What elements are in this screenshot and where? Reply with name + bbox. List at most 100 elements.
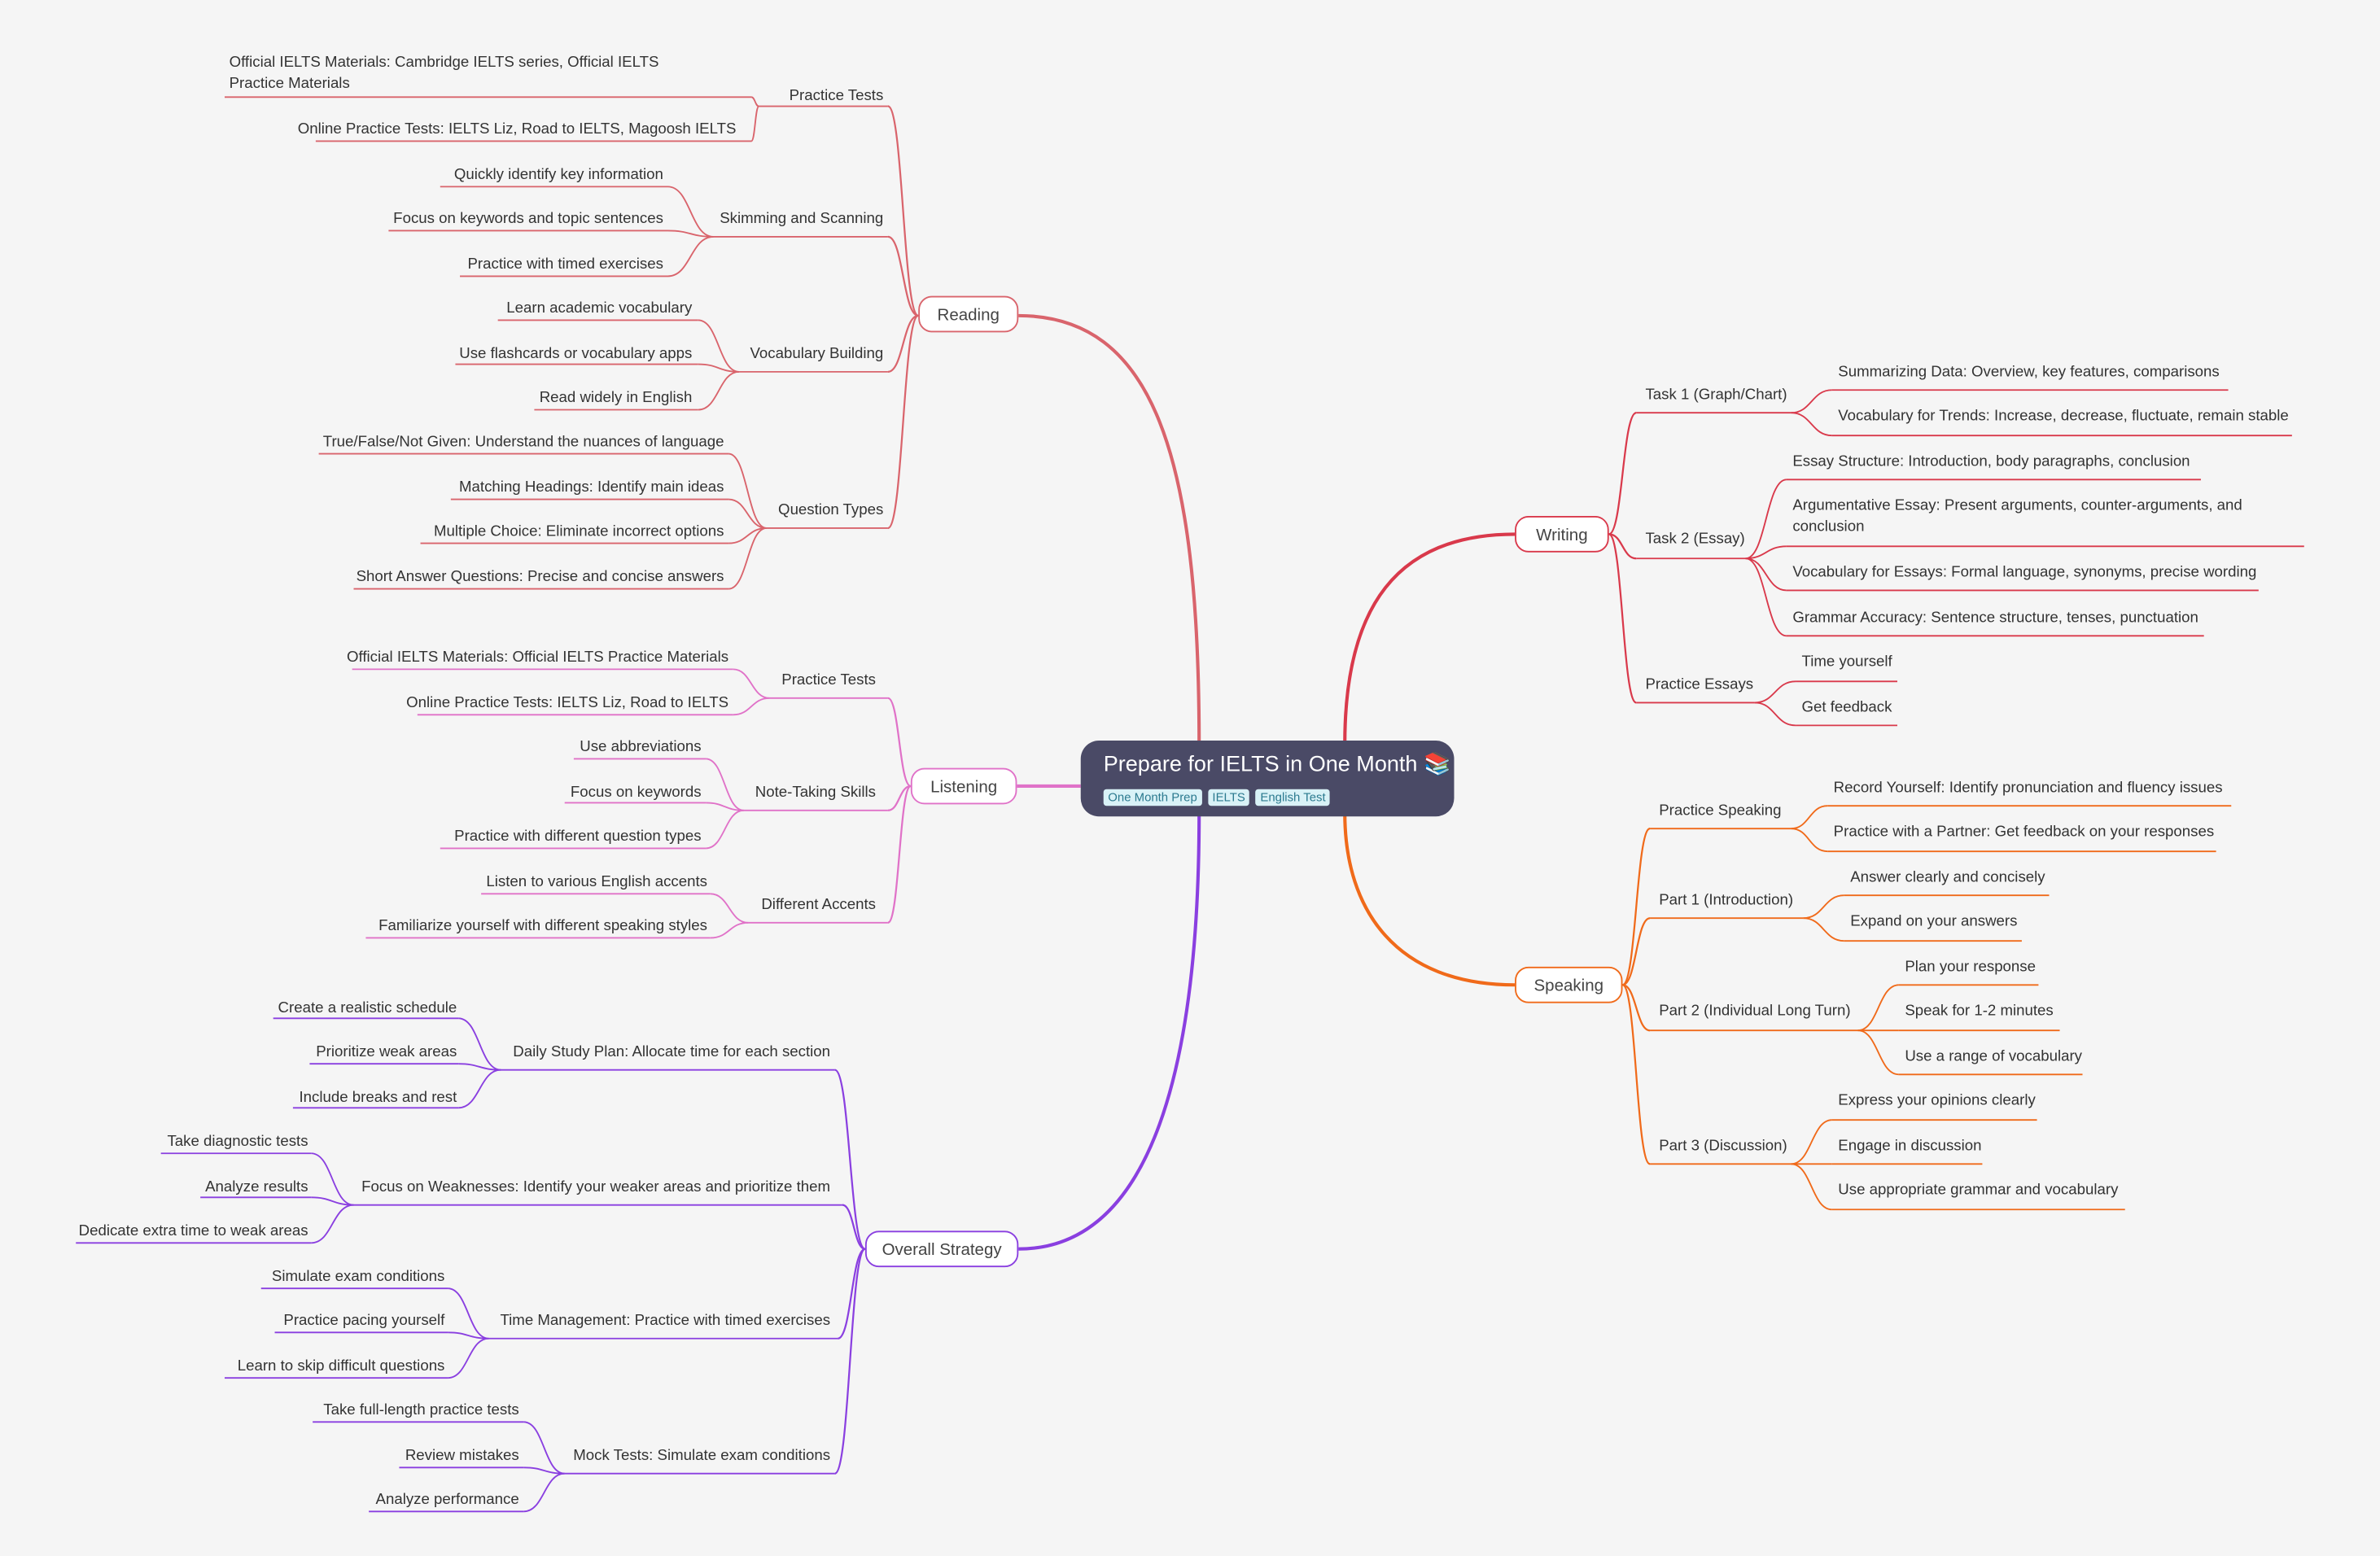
leaf-skim-keywords[interactable]: Focus on keywords and topic sentences <box>393 211 663 228</box>
writing-task2-trunk <box>1608 533 1637 560</box>
leaf-listen-online[interactable]: Online Practice Tests: IELTS Liz, Road t… <box>406 695 729 712</box>
leaf-daily-breaks[interactable]: Include breaks and rest <box>299 1089 457 1107</box>
leaf-mock-analyze[interactable]: Analyze performance <box>375 1492 519 1509</box>
listen-note-trunk <box>887 785 912 811</box>
leaf-note-abbrev[interactable]: Use abbreviations <box>580 739 702 756</box>
leaf-weak-dedicate[interactable]: Dedicate extra time to weak areas <box>78 1223 308 1240</box>
leaf-part2-plan[interactable]: Plan your response <box>1905 959 2037 977</box>
leaf-daily-schedule[interactable]: Create a realistic schedule <box>278 999 457 1017</box>
leaf-qt-multiple[interactable]: Multiple Choice: Eliminate incorrect opt… <box>433 523 724 540</box>
central-topic[interactable]: Prepare for IELTS in One Month 📚 One Mon… <box>1080 741 1455 817</box>
leaf-essays-time[interactable]: Time yourself <box>1801 653 1892 671</box>
speaking-practice-leaf-link-0 <box>1791 805 1828 830</box>
leaf-task2-argumentative[interactable]: Argumentative Essay: Present arguments, … <box>1792 497 2242 536</box>
leaf-mock-full[interactable]: Take full-length practice tests <box>323 1402 519 1419</box>
leaf-qt-matching[interactable]: Matching Headings: Identify main ideas <box>459 479 724 496</box>
topic-writing[interactable]: Writing <box>1515 516 1609 553</box>
topic-listening[interactable]: Listening <box>910 767 1017 805</box>
subtopic-listening-practice-tests[interactable]: Practice Tests <box>781 672 876 689</box>
speaking-part2-trunk <box>1622 984 1651 1032</box>
tag-one-month-prep[interactable]: One Month Prep <box>1103 789 1202 806</box>
leaf-mock-review[interactable]: Review mistakes <box>405 1448 519 1465</box>
leaf-time-pacing[interactable]: Practice pacing yourself <box>283 1313 445 1330</box>
leaf-vocab-academic[interactable]: Learn academic vocabulary <box>506 300 693 317</box>
subtopic-part2[interactable]: Part 2 (Individual Long Turn) <box>1659 1003 1851 1021</box>
subtopic-part3[interactable]: Part 3 (Discussion) <box>1659 1138 1787 1156</box>
subtopic-daily-study-plan[interactable]: Daily Study Plan: Allocate time for each… <box>513 1043 831 1061</box>
listen-note-leaf-link-2 <box>706 809 744 850</box>
subtopic-time-management[interactable]: Time Management: Practice with timed exe… <box>500 1313 831 1330</box>
leaf-weak-analyze[interactable]: Analyze results <box>205 1178 308 1196</box>
leaf-note-question[interactable]: Practice with different question types <box>454 828 702 846</box>
listen-practice-leaf-link-0 <box>733 668 770 699</box>
subtopic-vocabulary-building[interactable]: Vocabulary Building <box>750 346 884 363</box>
leaf-daily-weak[interactable]: Prioritize weak areas <box>316 1043 457 1061</box>
leaf-reading-online-tests[interactable]: Online Practice Tests: IELTS Liz, Road t… <box>297 121 737 138</box>
reading-qt-trunk <box>886 314 920 530</box>
leaf-reading-official-materials[interactable]: Official IELTS Materials: Cambridge IELT… <box>229 55 659 93</box>
leaf-listen-official[interactable]: Official IELTS Materials: Official IELTS… <box>346 649 729 667</box>
leaf-task1-summarizing[interactable]: Summarizing Data: Overview, key features… <box>1838 364 2220 382</box>
leaf-essays-feedback[interactable]: Get feedback <box>1801 699 1892 717</box>
leaf-time-simulate[interactable]: Simulate exam conditions <box>271 1268 445 1286</box>
strategy-time-trunk <box>837 1248 866 1340</box>
leaf-speak-record[interactable]: Record Yourself: Identify pronunciation … <box>1833 780 2223 798</box>
leaf-part1-answer[interactable]: Answer clearly and concisely <box>1850 869 2045 887</box>
subtopic-practice-essays[interactable]: Practice Essays <box>1645 676 1754 694</box>
subtopic-part1[interactable]: Part 1 (Introduction) <box>1659 892 1794 910</box>
subtopic-task1[interactable]: Task 1 (Graph/Chart) <box>1645 387 1787 404</box>
leaf-vocab-read[interactable]: Read widely in English <box>539 390 693 407</box>
subtopic-reading-practice-tests[interactable]: Practice Tests <box>789 88 884 105</box>
leaf-qt-short[interactable]: Short Answer Questions: Precise and conc… <box>356 569 724 586</box>
leaf-skim-timed[interactable]: Practice with timed exercises <box>467 256 663 273</box>
leaf-task2-grammar[interactable]: Grammar Accuracy: Sentence structure, te… <box>1792 610 2198 627</box>
reading-practice-leaf-link-1 <box>750 105 760 142</box>
leaf-accent-various[interactable]: Listen to various English accents <box>486 874 707 891</box>
leaf-part3-grammar[interactable]: Use appropriate grammar and vocabulary <box>1838 1182 2119 1200</box>
speaking-practice-trunk <box>1621 828 1651 986</box>
subtopic-task2[interactable]: Task 2 (Essay) <box>1645 531 1745 549</box>
speaking-part2-leaf-link-2 <box>1857 1029 1899 1076</box>
topic-reading[interactable]: Reading <box>918 295 1019 333</box>
subtopic-focus-weaknesses[interactable]: Focus on Weaknesses: Identify your weake… <box>361 1178 831 1196</box>
leaf-qt-tfng[interactable]: True/False/Not Given: Understand the nua… <box>322 434 724 451</box>
listen-note-leaf-link-0 <box>705 758 744 811</box>
reading-skim-leaf-link-0 <box>667 186 714 238</box>
topic-speaking[interactable]: Speaking <box>1515 966 1623 1003</box>
strategy-daily-leaf-link-0 <box>458 1017 501 1071</box>
link-root-writing <box>1343 532 1516 744</box>
leaf-note-keywords[interactable]: Focus on keywords <box>570 785 702 802</box>
listen-accent-leaf-link-1 <box>710 921 749 939</box>
listen-note-leaf-link-1 <box>706 802 744 811</box>
tag-english-test[interactable]: English Test <box>1255 789 1331 806</box>
leaf-task2-vocabulary[interactable]: Vocabulary for Essays: Formal language, … <box>1792 564 2257 582</box>
leaf-speak-partner[interactable]: Practice with a Partner: Get feedback on… <box>1833 824 2215 841</box>
leaf-part3-express[interactable]: Express your opinions clearly <box>1838 1092 2036 1110</box>
subtopic-practice-speaking[interactable]: Practice Speaking <box>1659 802 1782 820</box>
writing-task2-leaf-link-0 <box>1745 479 1787 560</box>
subtopic-question-types[interactable]: Question Types <box>778 502 884 519</box>
leaf-part3-engage[interactable]: Engage in discussion <box>1838 1138 1982 1156</box>
tag-ielts[interactable]: IELTS <box>1207 789 1250 806</box>
speaking-part3-trunk <box>1621 984 1652 1165</box>
leaf-accent-styles[interactable]: Familiarize yourself with different spea… <box>378 918 707 935</box>
subtopic-mock-tests[interactable]: Mock Tests: Simulate exam conditions <box>573 1448 831 1465</box>
listen-accent-trunk <box>886 785 912 924</box>
subtopic-skimming-scanning[interactable]: Skimming and Scanning <box>720 211 884 228</box>
subtopic-different-accents[interactable]: Different Accents <box>761 897 876 914</box>
leaf-part1-expand[interactable]: Expand on your answers <box>1850 913 2018 931</box>
leaf-skim-identify[interactable]: Quickly identify key information <box>453 167 663 184</box>
leaf-part2-range[interactable]: Use a range of vocabulary <box>1905 1048 2083 1066</box>
leaf-part2-speak[interactable]: Speak for 1-2 minutes <box>1905 1003 2054 1021</box>
topic-overall-strategy[interactable]: Overall Strategy <box>864 1230 1019 1268</box>
tag-list: One Month Prep IELTS English Test <box>1103 781 1432 809</box>
subtopic-note-taking[interactable]: Note-Taking Skills <box>755 785 876 802</box>
reading-qt-leaf-link-0 <box>728 452 767 529</box>
leaf-vocab-flashcards[interactable]: Use flashcards or vocabulary apps <box>459 346 693 363</box>
leaf-time-skip[interactable]: Learn to skip difficult questions <box>237 1357 445 1375</box>
strategy-weak-trunk <box>842 1204 866 1250</box>
leaf-task1-vocabulary[interactable]: Vocabulary for Trends: Increase, decreas… <box>1838 408 2289 426</box>
leaf-task2-structure[interactable]: Essay Structure: Introduction, body para… <box>1792 453 2190 471</box>
leaf-weak-diagnostic[interactable]: Take diagnostic tests <box>167 1134 308 1151</box>
